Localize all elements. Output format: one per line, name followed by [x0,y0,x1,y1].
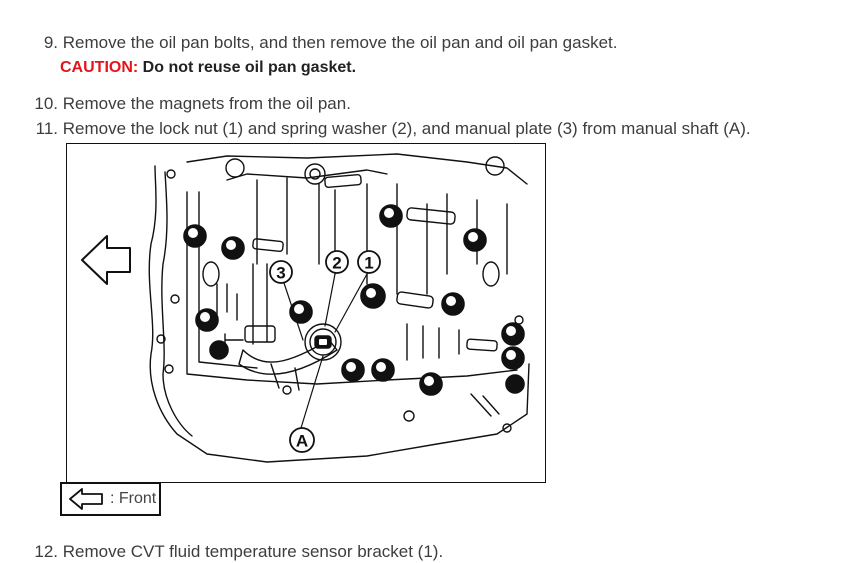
front-arrow-icon [81,235,131,285]
step-10: 10. Remove the magnets from the oil pan. [30,93,351,115]
caution-note: CAUTION: Do not reuse oil pan gasket. [60,57,356,79]
step-number: 9. [43,33,58,52]
step-text: Remove CVT fluid temperature sensor brac… [62,542,444,561]
svg-text:1: 1 [364,254,373,273]
step-text: Remove the lock nut (1) and spring washe… [62,119,751,138]
outlined-left-arrow-icon [69,488,103,510]
caution-text: Do not reuse oil pan gasket. [142,59,357,76]
step-text: Remove the magnets from the oil pan. [62,94,351,113]
bolt-heads [183,204,525,396]
legend-label: : Front [110,490,157,507]
step-number: 11. [35,119,58,138]
step-9: 9. Remove the oil pan bolts, and then re… [36,32,618,54]
callout-2: 2 [325,250,349,274]
step-text: Remove the oil pan bolts, and then remov… [62,33,618,52]
valve-body-illustration: 3 2 1 A [66,143,546,483]
transmission-diagram: 3 2 1 A [81,153,530,463]
manual-shaft-assembly [224,263,342,375]
step-number: 10. [34,94,58,113]
svg-text:2: 2 [332,254,341,273]
svg-text:3: 3 [276,264,285,283]
step-number: 12. [34,542,58,561]
step-12: 12. Remove CVT fluid temperature sensor … [30,541,443,563]
caution-label: CAUTION: [60,59,139,76]
svg-text:A: A [296,432,308,451]
callout-a: A [289,427,315,453]
callout-3: 3 [269,260,293,284]
callout-1: 1 [357,250,381,274]
legend-front: : Front [60,482,161,516]
step-11: 11. Remove the lock nut (1) and spring w… [30,118,751,140]
